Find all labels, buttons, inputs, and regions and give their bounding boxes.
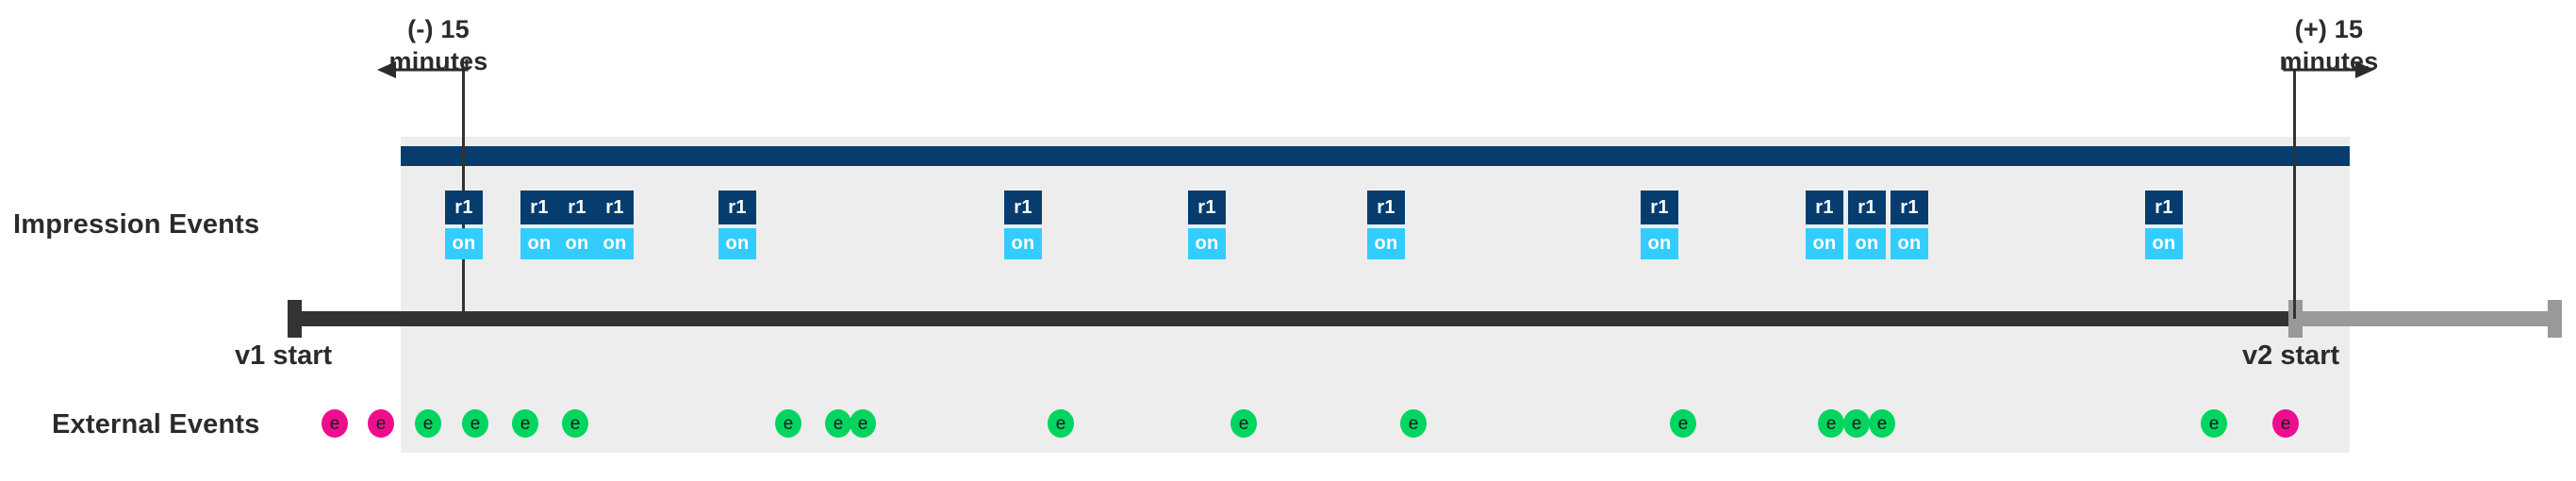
impression-badge-version: r1 [718,191,756,224]
impression-badge-state: on [2145,228,2183,259]
impression-badge-version: r1 [1367,191,1405,224]
external-event-dot[interactable]: e [1230,409,1257,438]
impression-badge-version: r1 [558,191,596,224]
impression-badge-pair[interactable]: r1 on [1641,191,1678,259]
timeline-v1-segment [288,311,2294,326]
impression-badge-state: on [718,228,756,259]
impression-badge-pair[interactable]: r1 on [1367,191,1405,259]
external-event-dot[interactable]: e [512,409,538,438]
impression-badge-state: on [596,228,634,259]
caption-v1-start: v1 start [235,340,333,371]
external-event-dot[interactable]: e [2201,409,2227,438]
impression-badge-pair[interactable]: r1 on [718,191,756,259]
external-event-dot[interactable]: e [462,409,488,438]
impression-badge-version: r1 [1891,191,1928,224]
timeline-v2-segment [2288,311,2562,326]
impression-badge-version: r1 [1188,191,1226,224]
caption-v2-start: v2 start [2242,340,2340,371]
impression-badge-state: on [445,228,483,259]
attribution-window-band [401,137,2350,453]
external-event-dot[interactable]: e [562,409,588,438]
callout-minus-15-minutes: (-) 15 minutes [335,13,542,77]
impression-badge-version: r1 [1848,191,1886,224]
timeline-v2-start-cap [2288,300,2303,338]
external-event-dot[interactable]: e [415,409,441,438]
impression-badge-pair[interactable]: r1 on [558,191,596,259]
impression-badge-state: on [1641,228,1678,259]
impression-badge-state: on [1891,228,1928,259]
impression-badge-version: r1 [2145,191,2183,224]
impression-badge-pair[interactable]: r1 on [2145,191,2183,259]
impression-badge-pair[interactable]: r1 on [1188,191,1226,259]
external-event-dot[interactable]: e [1670,409,1696,438]
impression-badge-pair[interactable]: r1 on [445,191,483,259]
external-event-dot[interactable]: e [825,409,851,438]
impression-badge-version: r1 [445,191,483,224]
impression-badge-state: on [520,228,558,259]
external-event-dot[interactable]: e [1048,409,1074,438]
row-label-external-events: External Events [52,409,260,440]
impression-badge-state: on [1004,228,1042,259]
impression-badge-state: on [558,228,596,259]
callout-right-line1: (+) 15 [2294,15,2364,43]
impression-badge-pair[interactable]: r1 on [1004,191,1042,259]
callout-left-line1: (-) 15 [407,15,470,43]
impression-badge-version: r1 [1641,191,1678,224]
impression-badge-pair[interactable]: r1 on [596,191,634,259]
timeline-v1-start-cap [288,300,302,338]
external-event-dot[interactable]: e [1843,409,1870,438]
impression-badge-version: r1 [1806,191,1843,224]
impression-badge-version: r1 [520,191,558,224]
impression-badge-pair[interactable]: r1 on [1806,191,1843,259]
timeline-v2-end-cap [2548,300,2562,338]
impression-badge-state: on [1367,228,1405,259]
external-event-dot[interactable]: e [368,409,394,438]
external-event-dot[interactable]: e [322,409,348,438]
impression-badge-pair[interactable]: r1 on [1848,191,1886,259]
impression-badge-version: r1 [596,191,634,224]
impression-badge-version: r1 [1004,191,1042,224]
external-event-dot[interactable]: e [1400,409,1427,438]
row-label-impression-events: Impression Events [13,209,260,240]
impression-badge-pair[interactable]: r1 on [520,191,558,259]
window-boundary-line-right [2293,69,2296,319]
impression-badge-state: on [1806,228,1843,259]
arrow-right-icon [2283,59,2374,78]
external-event-dot[interactable]: e [1869,409,1895,438]
impression-badge-pair[interactable]: r1 on [1891,191,1928,259]
external-event-dot[interactable]: e [1818,409,1844,438]
version-bar [401,146,2350,166]
external-event-dot[interactable]: e [2272,409,2299,438]
external-event-dot[interactable]: e [850,409,876,438]
external-event-dot[interactable]: e [775,409,801,438]
arrow-left-icon [377,59,469,78]
impression-badge-state: on [1188,228,1226,259]
impression-badge-state: on [1848,228,1886,259]
